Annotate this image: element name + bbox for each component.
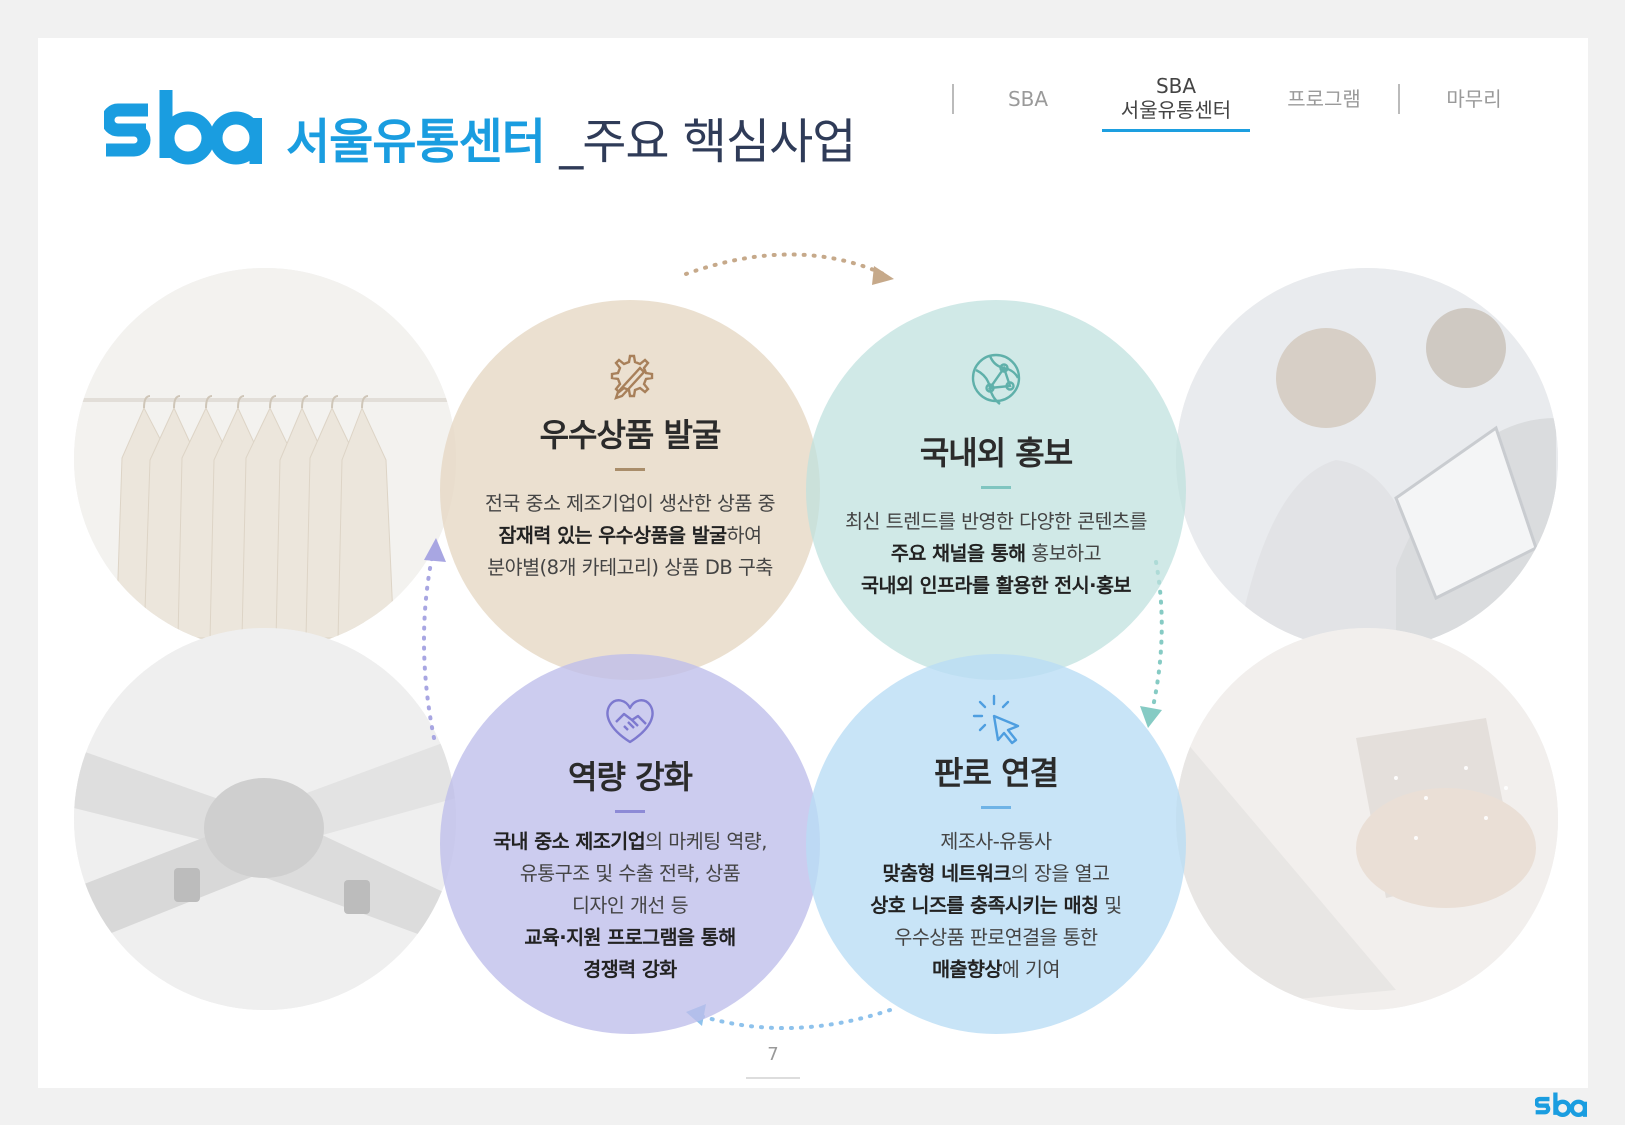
cursor-click-icon xyxy=(972,694,1020,745)
description-line: 우수상품 판로연결을 통한 xyxy=(826,922,1166,954)
nav-item-program[interactable]: 프로그램 xyxy=(1250,66,1398,132)
photo-clothes-rack xyxy=(74,268,456,650)
phone-laptop-image xyxy=(1176,628,1558,1010)
nav-item-label: 프로그램 xyxy=(1287,87,1361,111)
description-text: 의 마케팅 역량, xyxy=(645,830,767,853)
description-text: 전국 중소 제조기업이 생산한 상품 중 xyxy=(484,492,776,515)
card-title: 판로 연결 xyxy=(934,754,1059,792)
description-line: 교육·지원 프로그램을 통해 xyxy=(460,922,800,954)
nav-item-sba[interactable]: SBA xyxy=(954,66,1102,132)
emphasis-text: 국내외 인프라를 활용한 전시·홍보 xyxy=(861,574,1131,597)
description-text: 디자인 개선 등 xyxy=(571,894,689,917)
sba-logo xyxy=(104,90,262,165)
description-line: 상호 니즈를 충족시키는 매칭 및 xyxy=(826,890,1166,922)
nav-item-center[interactable]: SBA 서울유통센터 xyxy=(1102,66,1250,132)
emphasis-text: 경쟁력 강화 xyxy=(583,958,677,981)
nav-item-label: SBA 서울유통센터 xyxy=(1120,73,1232,122)
description-line: 경쟁력 강화 xyxy=(460,954,800,986)
photo-hands-together xyxy=(74,628,456,1010)
emphasis-text: 잠재력 있는 우수상품을 발굴 xyxy=(498,524,727,547)
top-nav: SBA SBA 서울유통센터 프로그램 마무리 xyxy=(952,66,1548,132)
emphasis-text: 상호 니즈를 충족시키는 매칭 xyxy=(870,894,1099,917)
page-title: 서울유통센터 _주요 핵심사업 xyxy=(286,102,856,172)
clothes-rack-image xyxy=(74,268,456,650)
description-line: 최신 트렌드를 반영한 다양한 콘텐츠를 xyxy=(826,506,1166,538)
description-text: 유통구조 및 수출 전략, 상품 xyxy=(519,862,741,885)
emphasis-text: 교육·지원 프로그램을 통해 xyxy=(524,926,736,949)
emphasis-text: 매출향상 xyxy=(932,958,1002,981)
nav-item-label: SBA xyxy=(1007,87,1049,111)
photo-team-tablet xyxy=(1176,268,1558,650)
description-line: 분야별(8개 카테고리) 상품 DB 구축 xyxy=(460,552,800,584)
title-sub: _주요 핵심사업 xyxy=(544,114,856,170)
description-text: 하여 xyxy=(726,524,762,547)
description-line: 유통구조 및 수출 전략, 상품 xyxy=(460,858,800,890)
description-text: 에 기여 xyxy=(1001,958,1061,981)
description-text: 홍보하고 xyxy=(1025,542,1102,565)
description-line: 국내외 인프라를 활용한 전시·홍보 xyxy=(826,570,1166,602)
title-underline xyxy=(615,468,645,471)
description-text: 및 xyxy=(1098,894,1122,917)
description-text: 제조사-유통사 xyxy=(940,830,1052,853)
sba-footer-logo xyxy=(1535,1092,1587,1118)
card-capacity-building: 역량 강화 국내 중소 제조기업의 마케팅 역량, 유통구조 및 수출 전략, 상… xyxy=(440,654,820,1034)
photo-phone-laptop xyxy=(1176,628,1558,1010)
description-line: 맞춤형 네트워크의 장을 열고 xyxy=(826,858,1166,890)
description-text: 의 장을 열고 xyxy=(1010,862,1110,885)
title-underline xyxy=(615,810,645,813)
gear-pencil-icon xyxy=(610,354,654,400)
description-line: 국내 중소 제조기업의 마케팅 역량, xyxy=(460,826,800,858)
description-line: 주요 채널을 통해 홍보하고 xyxy=(826,538,1166,570)
description-line: 잠재력 있는 우수상품을 발굴하여 xyxy=(460,520,800,552)
globe-network-icon xyxy=(971,353,1021,405)
emphasis-text: 주요 채널을 통해 xyxy=(890,542,1026,565)
card-title: 역량 강화 xyxy=(568,758,693,796)
description-line: 제조사-유통사 xyxy=(826,826,1166,858)
description-text: 우수상품 판로연결을 통한 xyxy=(894,926,1098,949)
card-title: 국내외 홍보 xyxy=(919,434,1073,472)
description-text: 분야별(8개 카테고리) 상품 DB 구축 xyxy=(487,556,773,579)
page-number: 7 xyxy=(746,1037,800,1079)
description-line: 전국 중소 제조기업이 생산한 상품 중 xyxy=(460,488,800,520)
emphasis-text: 국내 중소 제조기업 xyxy=(493,830,646,853)
nav-divider xyxy=(1398,84,1400,114)
description-text: 최신 트렌드를 반영한 다양한 콘텐츠를 xyxy=(845,510,1147,533)
description-line: 디자인 개선 등 xyxy=(460,890,800,922)
hands-together-image xyxy=(74,628,456,1010)
slide: SBA SBA 서울유통센터 프로그램 마무리 서울유통센터 _주요 핵심사업 xyxy=(38,38,1588,1088)
team-tablet-image xyxy=(1176,268,1558,650)
title-underline xyxy=(981,806,1011,809)
handshake-heart-icon xyxy=(606,699,654,744)
nav-item-label: 마무리 xyxy=(1446,87,1502,111)
title-main: 서울유통센터 xyxy=(286,114,546,170)
nav-item-closing[interactable]: 마무리 xyxy=(1400,66,1548,132)
description-line: 매출향상에 기여 xyxy=(826,954,1166,986)
nav-divider xyxy=(952,84,954,114)
emphasis-text: 맞춤형 네트워크 xyxy=(882,862,1012,885)
card-title: 우수상품 발굴 xyxy=(539,416,722,454)
title-underline xyxy=(981,486,1011,489)
